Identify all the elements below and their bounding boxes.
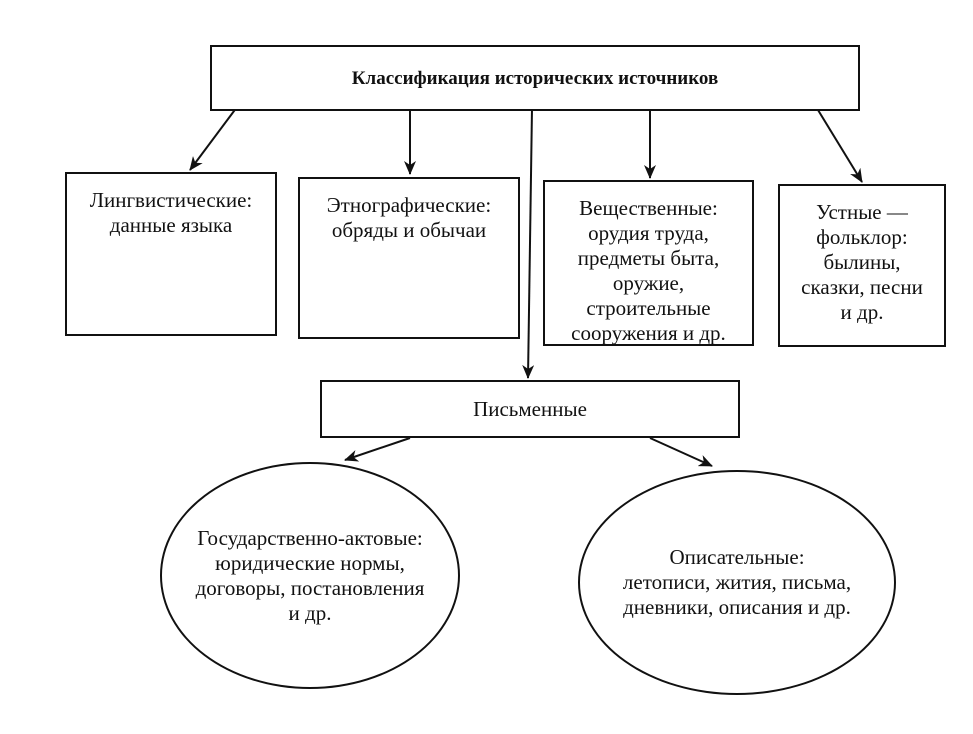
arrow-to-official <box>344 437 411 462</box>
subtype-line: Описательные: <box>669 545 805 569</box>
category-box-linguistic: Лингвистические: данные языка <box>65 172 277 336</box>
subtype-ellipse-descriptive: Описательные: летописи, жития, письма, д… <box>578 470 896 695</box>
category-line: былины, <box>823 250 901 274</box>
category-line: орудия труда, <box>588 221 709 245</box>
category-line: сказки, песни <box>801 275 923 299</box>
category-line: предметы быта, <box>577 246 720 270</box>
title-box: Классификация исторических источников <box>210 45 860 111</box>
category-line: строительные <box>586 296 711 320</box>
category-line: Этнографические: <box>326 193 492 217</box>
category-box-oral: Устные — фольклор: былины, сказки, песни… <box>778 184 946 347</box>
arrow-to-written <box>522 107 535 379</box>
written-box: Письменные <box>320 380 740 438</box>
category-line: Вещественные: <box>579 196 718 220</box>
title-text: Классификация исторических источников <box>351 67 719 89</box>
arrow-to-oral <box>817 109 863 183</box>
subtype-line: договоры, постановления <box>195 575 425 600</box>
subtype-line: дневники, описания и др. <box>623 595 851 619</box>
category-line: Устные — <box>816 200 908 224</box>
subtype-line: Государственно-актовые: <box>197 525 423 550</box>
subtype-line: и др. <box>288 600 332 625</box>
arrow-to-linguistic <box>189 102 241 171</box>
category-line: обряды и обычаи <box>331 218 487 242</box>
category-line: данные языка <box>109 213 233 237</box>
arrow-to-descriptive <box>649 437 713 467</box>
category-box-ethnographic: Этнографические: обряды и обычаи <box>298 177 520 339</box>
category-line: сооружения и др. <box>571 321 726 345</box>
subtype-line: юридические нормы, <box>215 550 405 575</box>
category-line: оружие, <box>612 271 685 295</box>
subtype-ellipse-official: Государственно-актовые: юридические норм… <box>160 462 460 689</box>
category-line: фольклор: <box>816 225 908 249</box>
category-line: и др. <box>840 300 884 324</box>
subtype-line: летописи, жития, письма, <box>622 570 852 594</box>
written-label: Письменные <box>473 396 587 421</box>
category-line: Лингвистические: <box>89 188 253 212</box>
category-box-material: Вещественные: орудия труда, предметы быт… <box>543 180 754 346</box>
